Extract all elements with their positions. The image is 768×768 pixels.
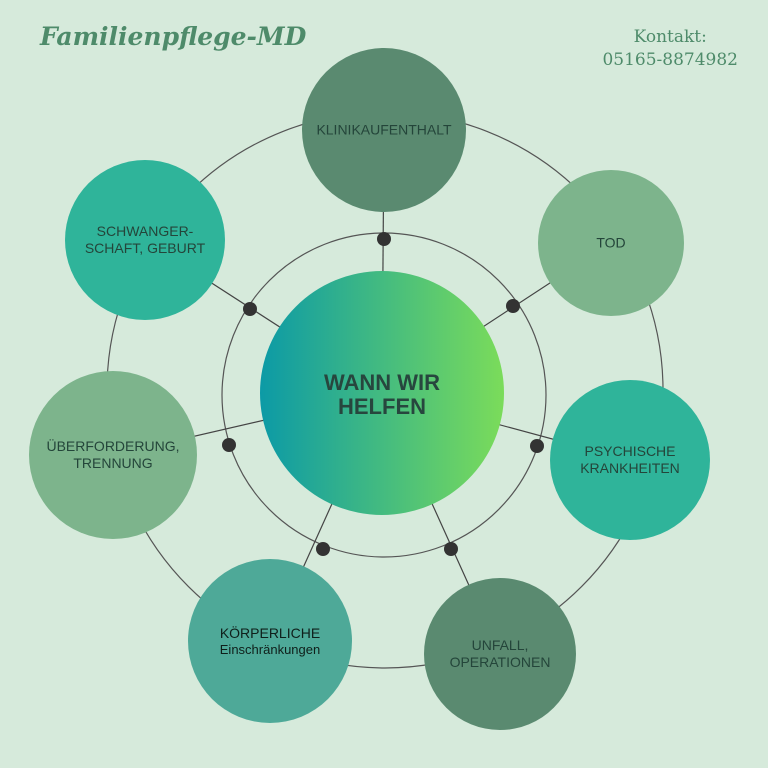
topic-label-line2: OPERATIONEN xyxy=(449,654,551,670)
topic-label: UNFALL,OPERATIONEN xyxy=(425,637,575,671)
topic-label-line1: UNFALL, xyxy=(471,637,529,654)
connector-dot xyxy=(444,542,458,556)
topic-circle xyxy=(550,380,710,540)
topic-circle xyxy=(538,170,684,316)
topic-label: TOD xyxy=(541,235,681,252)
contact-info: Kontakt: 05165-8874982 xyxy=(602,26,738,72)
topic-circle xyxy=(65,160,225,320)
brand-title: Familienpflege-MD xyxy=(40,22,307,51)
connector-dot xyxy=(222,438,236,452)
connector-dot xyxy=(530,439,544,453)
topic-circle xyxy=(302,48,466,212)
topic-label-line1: KLINIKAUFENTHALT xyxy=(316,121,452,138)
topic-label: ÜBERFORDERUNG,TRENNUNG xyxy=(33,438,193,472)
topic-label-line1: PSYCHISCHE xyxy=(584,443,676,460)
connector-dot xyxy=(506,299,520,313)
center-title-line1: WANN WIR xyxy=(323,369,441,395)
topic-label: SCHWANGER-SCHAFT, GEBURT xyxy=(70,223,220,257)
topic-label-line2: TRENNUNG xyxy=(73,455,153,471)
connector-dot xyxy=(243,302,257,316)
topic-label-line1: KÖRPERLICHE xyxy=(219,624,321,641)
topic-circle xyxy=(188,559,352,723)
topic-label-line2: KRANKHEITEN xyxy=(580,460,680,476)
center-circle xyxy=(260,271,504,515)
topic-label: KLINIKAUFENTHALT xyxy=(304,122,464,139)
center-title-line2: HELFEN xyxy=(338,394,426,419)
topic-label-line1: SCHWANGER- xyxy=(96,223,194,240)
contact-phone: 05165-8874982 xyxy=(602,49,738,70)
topic-label-line1: TOD xyxy=(596,234,626,251)
topic-label-line2: SCHAFT, GEBURT xyxy=(84,240,206,256)
contact-label: Kontakt: xyxy=(633,27,707,47)
topic-circle xyxy=(29,371,197,539)
connector-dot xyxy=(316,542,330,556)
connector-dot xyxy=(377,232,391,246)
topic-label-line2: Einschränkungen xyxy=(219,641,321,657)
topic-label-line1: ÜBERFORDERUNG, xyxy=(46,438,180,455)
center-title: WANN WIR HELFEN xyxy=(287,369,477,419)
topic-circle xyxy=(424,578,576,730)
